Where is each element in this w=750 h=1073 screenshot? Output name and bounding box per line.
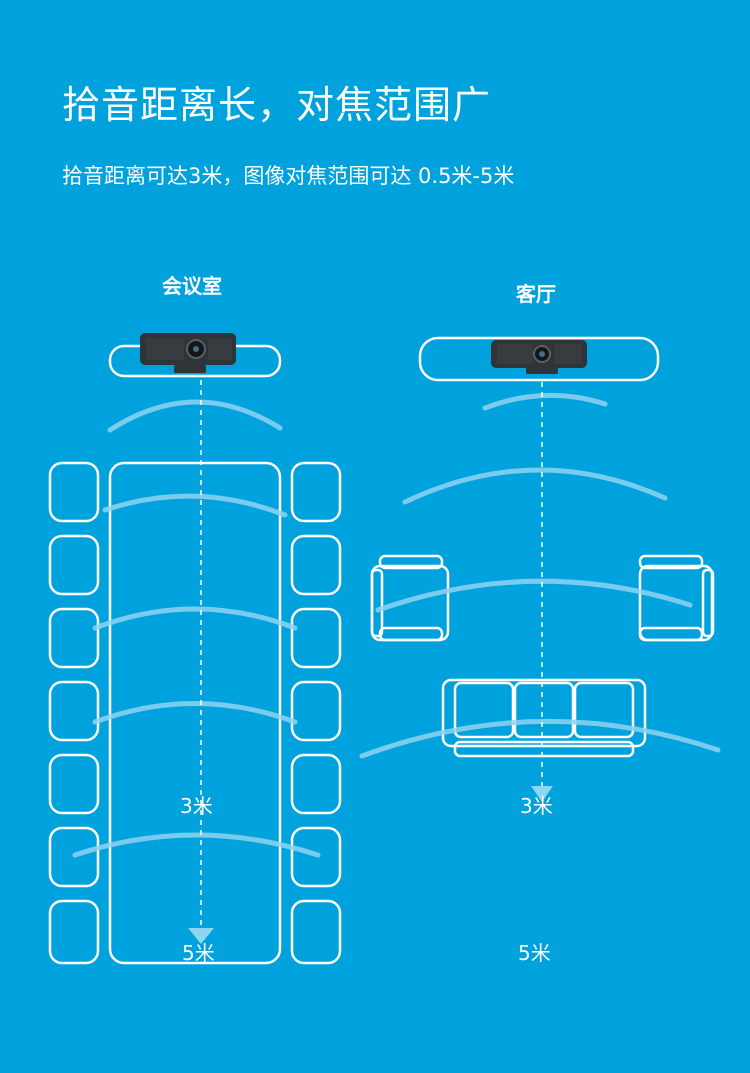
- sound-wave: [402, 467, 668, 505]
- chair: [48, 899, 100, 965]
- chair: [290, 607, 342, 669]
- meeting-range-arrow: [188, 928, 214, 944]
- chair: [290, 899, 342, 965]
- armchair-right: [638, 554, 715, 642]
- chair: [290, 753, 342, 815]
- sound-wave: [72, 832, 321, 858]
- sound-wave: [482, 392, 608, 411]
- sound-wave: [92, 606, 298, 631]
- sofa: [441, 678, 647, 758]
- sound-wave: [102, 493, 288, 518]
- living-tv-bar: [418, 336, 660, 382]
- chair: [48, 607, 100, 669]
- meeting-distance-near: 3米: [180, 794, 213, 818]
- living-sound-waves: [359, 392, 721, 759]
- chair: [290, 534, 342, 596]
- meeting-chairs-right: [290, 461, 342, 965]
- sound-wave: [92, 701, 298, 725]
- sound-wave: [375, 578, 693, 613]
- chair: [290, 826, 342, 888]
- meeting-chairs-left: [48, 461, 100, 965]
- chair: [290, 680, 342, 742]
- armchair-left: [370, 554, 450, 642]
- sound-wave: [107, 399, 283, 433]
- chair: [48, 534, 100, 596]
- living-distance-near: 3米: [520, 794, 553, 818]
- chair: [290, 461, 342, 523]
- meeting-room-label: 会议室: [162, 274, 222, 298]
- meeting-webcam: [140, 333, 236, 373]
- chair: [48, 753, 100, 815]
- meeting-table: [108, 461, 282, 965]
- meeting-sound-waves: [72, 399, 321, 858]
- meeting-room-diagram: [48, 344, 342, 965]
- living-range-arrow: [531, 786, 553, 802]
- chair: [48, 826, 100, 888]
- subheadline: 拾音距离可达3米，图像对焦范围可达 0.5米-5米: [62, 164, 515, 188]
- sound-wave: [359, 719, 721, 759]
- chair: [48, 461, 100, 523]
- living-webcam: [491, 340, 587, 374]
- living-room-label: 客厅: [516, 282, 556, 306]
- living-room-diagram: [370, 336, 715, 758]
- headline: 拾音距离长，对焦范围广: [62, 83, 492, 127]
- chair: [48, 680, 100, 742]
- meeting-distance-far: 5米: [182, 941, 215, 965]
- living-distance-far: 5米: [518, 941, 551, 965]
